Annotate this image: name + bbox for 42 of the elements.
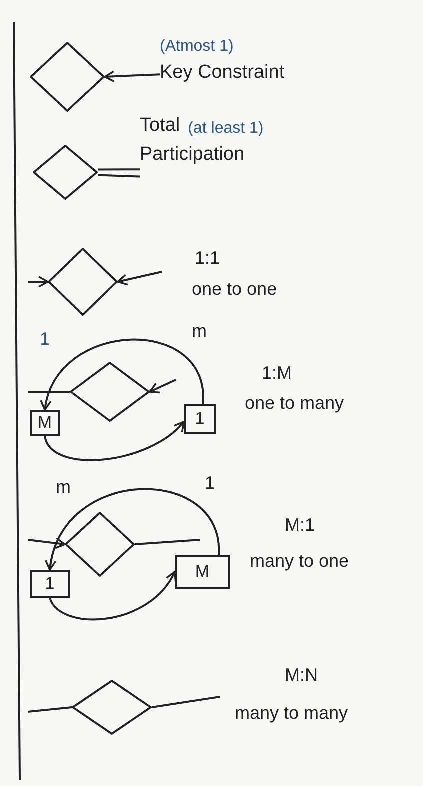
relationship-diamond bbox=[72, 680, 152, 735]
annotation-text: one to one bbox=[192, 278, 278, 301]
annotation-text: M:N bbox=[285, 664, 318, 687]
annotation-text: 1 bbox=[40, 328, 50, 351]
annotation-text: one to many bbox=[245, 392, 344, 415]
entity-box: M bbox=[30, 410, 60, 436]
connector-line bbox=[28, 391, 70, 393]
arrow bbox=[42, 338, 204, 411]
annotation-text: 1:M bbox=[262, 362, 292, 385]
annotation-text: M:1 bbox=[285, 514, 316, 537]
entity-box: 1 bbox=[30, 570, 70, 598]
annotation-text: Key Constraint bbox=[160, 61, 286, 85]
annotation-text: m bbox=[192, 320, 207, 343]
annotation-text: Participation bbox=[140, 142, 246, 166]
entity-box: 1 bbox=[184, 404, 216, 434]
connector-line bbox=[28, 706, 72, 713]
relationship-diamond bbox=[48, 248, 118, 316]
connector-line bbox=[98, 174, 140, 178]
annotation-text: many to many bbox=[235, 702, 348, 725]
connector-line bbox=[134, 539, 200, 546]
annotation-text: many to one bbox=[250, 550, 350, 573]
arrow bbox=[44, 421, 185, 462]
annotation-text: Total bbox=[140, 114, 180, 138]
annotation-text: (at least 1) bbox=[188, 118, 264, 138]
annotation-text: (Atmost 1) bbox=[160, 37, 234, 57]
annotation-text: 1:1 bbox=[195, 247, 220, 270]
arrow bbox=[149, 379, 176, 394]
connector-line bbox=[98, 168, 140, 171]
annotation-text: 1 bbox=[205, 472, 216, 495]
arrow bbox=[46, 488, 220, 571]
relationship-diamond bbox=[70, 362, 150, 422]
arrow bbox=[28, 276, 49, 288]
arrow bbox=[104, 70, 160, 82]
relationship-diamond bbox=[33, 145, 98, 200]
connector-line bbox=[152, 696, 220, 708]
annotation-text: m bbox=[56, 476, 71, 499]
relationship-diamond bbox=[30, 42, 105, 112]
arrow bbox=[49, 571, 176, 621]
entity-box: M bbox=[175, 555, 230, 589]
relationship-diamond bbox=[65, 512, 135, 577]
arrow bbox=[117, 271, 162, 286]
arrow bbox=[28, 538, 66, 550]
